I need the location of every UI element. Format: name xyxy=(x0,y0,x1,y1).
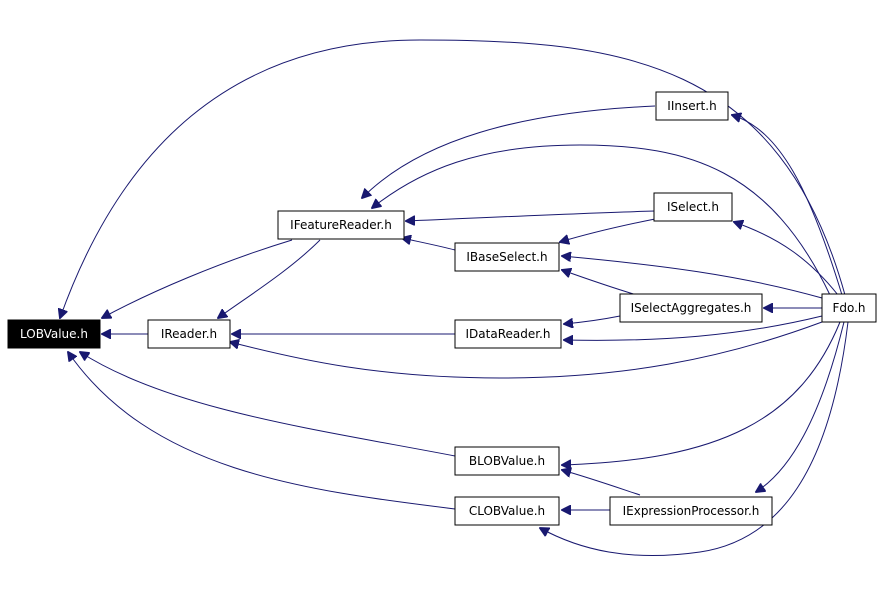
node-ireader[interactable]: IReader.h xyxy=(147,319,231,349)
edge-fdo-to-ifeaturereader xyxy=(372,144,831,296)
edge-fdo-to-clobvalue xyxy=(540,321,849,557)
node-iselect[interactable]: ISelect.h xyxy=(653,192,733,222)
node-ifeaturereader-label: IFeatureReader.h xyxy=(290,218,392,232)
edge-iselectaggregates-to-idatareader xyxy=(564,315,621,324)
edge-fdo-to-iselect xyxy=(734,222,839,296)
node-blobvalue[interactable]: BLOBValue.h xyxy=(454,446,560,476)
node-iselect-label: ISelect.h xyxy=(667,200,719,214)
node-iexpressionprocessor[interactable]: IExpressionProcessor.h xyxy=(609,496,773,526)
edge-fdo-to-idatareader xyxy=(564,315,823,340)
edge-fdo-to-ireader xyxy=(230,321,823,379)
edge-iexpressionprocessor-to-blobvalue xyxy=(562,470,641,496)
edge-fdo-to-ibaseselect xyxy=(562,256,823,299)
node-ireader-label: IReader.h xyxy=(161,327,217,341)
edge-ifeaturereader-to-ireader xyxy=(218,239,321,318)
edges xyxy=(60,39,849,557)
node-idatareader-label: IDataReader.h xyxy=(466,327,551,341)
node-iselectaggregates-label: ISelectAggregates.h xyxy=(631,301,752,315)
node-idatareader[interactable]: IDataReader.h xyxy=(454,319,562,349)
edge-ifeaturereader-to-lobvalue xyxy=(102,239,293,318)
edge-fdo-to-iinsert xyxy=(732,115,843,296)
node-lobvalue-label: LOBValue.h xyxy=(20,327,88,341)
edge-clobvalue-to-lobvalue xyxy=(68,352,456,510)
edge-fdo-to-blobvalue xyxy=(562,321,841,465)
edge-iselectaggregates-to-ibaseselect xyxy=(562,270,641,297)
node-clobvalue-label: CLOBValue.h xyxy=(469,504,545,518)
node-iinsert-label: IInsert.h xyxy=(667,99,716,113)
node-ibaseselect-label: IBaseSelect.h xyxy=(466,250,547,264)
edge-iselect-to-ifeaturereader xyxy=(406,210,656,221)
node-fdo-label: Fdo.h xyxy=(832,301,865,315)
edge-blobvalue-to-lobvalue xyxy=(80,352,456,457)
node-clobvalue[interactable]: CLOBValue.h xyxy=(454,496,560,526)
edge-iinsert-to-ifeaturereader xyxy=(362,105,656,198)
node-lobvalue[interactable]: LOBValue.h xyxy=(7,319,101,349)
edge-fdo-to-iexpressionprocessor xyxy=(756,321,845,492)
edge-ibaseselect-to-ifeaturereader xyxy=(402,238,456,251)
edge-fdo-to-lobvalue-top xyxy=(60,39,846,318)
node-ibaseselect[interactable]: IBaseSelect.h xyxy=(454,242,560,272)
node-iexpressionprocessor-label: IExpressionProcessor.h xyxy=(623,504,760,518)
node-iselectaggregates[interactable]: ISelectAggregates.h xyxy=(619,293,763,323)
edge-iselect-to-ibaseselect xyxy=(560,218,656,242)
node-iinsert[interactable]: IInsert.h xyxy=(655,91,729,121)
node-ifeaturereader[interactable]: IFeatureReader.h xyxy=(277,210,405,240)
node-fdo[interactable]: Fdo.h xyxy=(821,293,877,323)
node-blobvalue-label: BLOBValue.h xyxy=(469,454,545,468)
